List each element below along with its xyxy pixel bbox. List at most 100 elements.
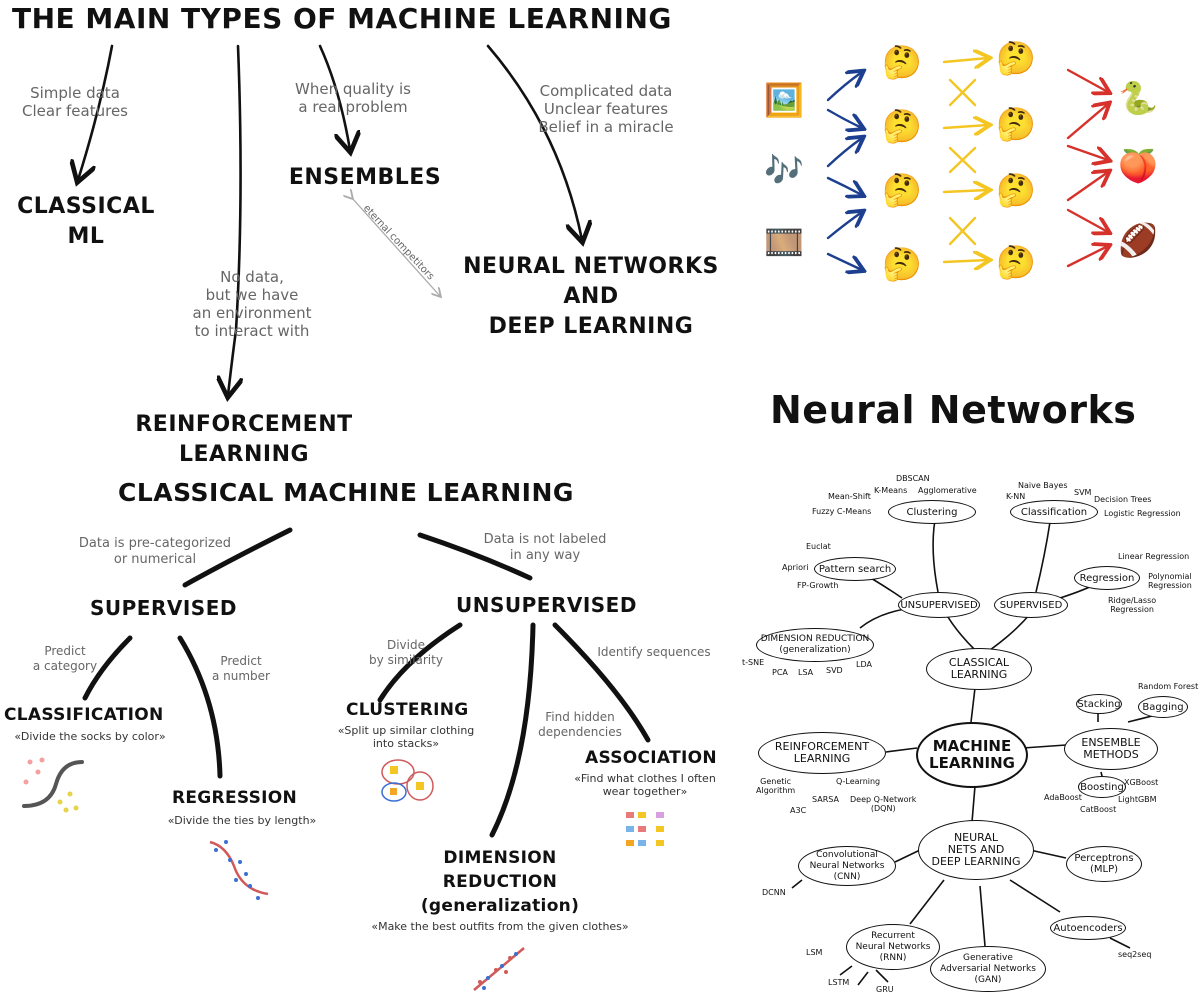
not-labeled-note: Data is not labeled in any way	[483, 532, 607, 563]
output-football-icon: 🏈	[1118, 221, 1158, 259]
leaf-random-forest: Random Forest	[1138, 682, 1199, 691]
clustering-quote: «Split up similar clothing into stacks»	[337, 724, 475, 750]
mindmap-autoencoders: Autoencoders	[1050, 916, 1126, 940]
clustering-illustration	[381, 759, 434, 802]
leaf-decision-trees: Decision Trees	[1094, 495, 1152, 504]
mindmap-machine-learning-label: MACHINE LEARNING	[929, 737, 1015, 772]
leaf-naive-bayes: Naive Bayes	[1018, 481, 1068, 490]
classification-illustration	[22, 757, 84, 813]
leaf-dcnn: DCNN	[762, 888, 786, 897]
divide-similarity-note: Divide by similarity	[369, 638, 443, 667]
leaf-kmeans: K-Means	[874, 486, 908, 495]
mindmap-gan: Generative Adversarial Networks (GAN)	[930, 946, 1046, 992]
mindmap-classical-learning: CLASSICAL LEARNING	[926, 648, 1032, 690]
mindmap-clustering: Clustering	[888, 500, 976, 524]
mindmap-cnn: Convolutional Neural Networks (CNN)	[798, 846, 896, 886]
output-snake-icon: 🐍	[1118, 79, 1158, 117]
leaf-linear: Linear Regression	[1118, 552, 1190, 561]
mindmap-rnn-label: Recurrent Neural Networks (RNN)	[855, 930, 931, 963]
leaf-lstm: LSTM	[828, 978, 850, 987]
mindmap-dimension-reduction: DIMENSION REDUCTION (generalization)	[756, 628, 874, 662]
mindmap-rnn: Recurrent Neural Networks (RNN)	[846, 924, 940, 970]
main-types-title: THE MAIN TYPES OF MACHINE LEARNING	[12, 2, 672, 35]
leaf-agglomerative: Agglomerative	[918, 486, 977, 495]
predict-number-note: Predict a number	[211, 654, 270, 683]
leaf-xgboost: XGBoost	[1124, 778, 1159, 787]
mindmap-reinforcement: REINFORCEMENT LEARNING	[758, 732, 886, 774]
leaf-gru: GRU	[876, 985, 894, 994]
mindmap-dimension-reduction-label: DIMENSION REDUCTION (generalization)	[760, 634, 870, 655]
classification-quote: «Divide the socks by color»	[14, 730, 166, 743]
no-data-note: No data, but we have an environment to i…	[192, 268, 312, 340]
mindmap-bagging-label: Bagging	[1142, 701, 1184, 713]
mindmap-supervised: SUPERVISED	[994, 592, 1068, 618]
mindmap-gan-label: Generative Adversarial Networks (GAN)	[940, 952, 1036, 985]
association-node: ASSOCIATION	[585, 748, 717, 768]
predict-category-note: Predict a category	[32, 644, 98, 673]
mindmap-machine-learning: MACHINE LEARNING	[916, 722, 1028, 788]
mindmap-classical-learning-label: CLASSICAL LEARNING	[948, 656, 1010, 681]
leaf-lightgbm: LightGBM	[1118, 795, 1157, 804]
hidden-neuron-8-icon: 🤔	[996, 243, 1036, 281]
mindmap-bagging: Bagging	[1138, 696, 1188, 718]
hidden-neuron-5-icon: 🤔	[996, 39, 1036, 77]
classification-node: CLASSIFICATION	[4, 705, 164, 725]
dimension-reduction-illustration	[473, 947, 525, 991]
leaf-logistic: Logistic Regression	[1104, 509, 1181, 518]
identify-sequences-note: Identify sequences	[597, 645, 711, 659]
mindmap-perceptrons-label: Perceptrons (MLP)	[1074, 853, 1134, 875]
dimension-reduction-node: DIMENSION REDUCTION (generalization)	[420, 848, 580, 916]
leaf-tsne: t-SNE	[742, 658, 765, 667]
hidden-neuron-2-icon: 🤔	[882, 107, 922, 145]
mindmap-stacking-label: Stacking	[1077, 698, 1121, 710]
hidden-neuron-1-icon: 🤔	[882, 43, 922, 81]
mindmap-boosting: Boosting	[1078, 776, 1126, 798]
classical-ml-title: CLASSICAL MACHINE LEARNING	[118, 478, 574, 507]
leaf-apriori: Apriori	[782, 563, 809, 572]
leaf-lsm: LSM	[806, 948, 823, 957]
mindmap-cnn-label: Convolutional Neural Networks (CNN)	[809, 849, 885, 882]
mindmap-autoencoders-label: Autoencoders	[1053, 922, 1123, 934]
mindmap-neural-nets: NEURAL NETS AND DEEP LEARNING	[918, 820, 1034, 880]
mindmap-clustering-label: Clustering	[906, 506, 958, 518]
regression-node: REGRESSION	[172, 788, 298, 808]
unsupervised-node: UNSUPERVISED	[456, 593, 637, 617]
leaf-svd: SVD	[826, 666, 843, 675]
leaf-dqn: Deep Q-Network (DQN)	[850, 795, 917, 813]
clustering-node: CLUSTERING	[346, 700, 469, 720]
mindmap-perceptrons: Perceptrons (MLP)	[1066, 846, 1142, 882]
neural-networks-node: NEURAL NETWORKS AND DEEP LEARNING	[463, 254, 719, 339]
leaf-polynomial: Polynomial Regression	[1148, 572, 1192, 590]
leaf-knn: K-NN	[1006, 492, 1026, 501]
mindmap-ensemble-label: ENSEMBLE METHODS	[1081, 736, 1141, 761]
find-hidden-note: Find hidden dependencies	[538, 710, 622, 739]
hidden-neuron-6-icon: 🤔	[996, 105, 1036, 143]
leaf-fpgrowth: FP-Growth	[797, 581, 839, 590]
hidden-neuron-4-icon: 🤔	[882, 245, 922, 283]
mindmap-boosting-label: Boosting	[1080, 781, 1124, 793]
complicated-data-note: Complicated data Unclear features Belief…	[538, 82, 674, 136]
regression-quote: «Divide the ties by length»	[167, 814, 317, 827]
reinforcement-learning-node: REINFORCEMENT LEARNING	[135, 412, 353, 467]
mindmap-classification: Classification	[1010, 500, 1098, 524]
leaf-lsa: LSA	[798, 668, 814, 677]
leaf-fuzzy: Fuzzy C-Means	[812, 507, 872, 516]
quality-note: When quality is a real problem	[295, 80, 411, 116]
hidden-neuron-3-icon: 🤔	[882, 171, 922, 209]
mindmap-unsupervised: UNSUPERVISED	[898, 592, 980, 618]
association-illustration	[626, 812, 664, 846]
simple-data-note: Simple data Clear features	[22, 84, 128, 120]
input-picture-icon: 🖼️	[764, 81, 804, 119]
regression-illustration	[209, 840, 269, 900]
input-music-icon: 🎶	[764, 151, 804, 189]
leaf-genetic: Genetic Algorithm	[756, 777, 796, 795]
leaf-pca: PCA	[772, 668, 788, 677]
supervised-node: SUPERVISED	[90, 596, 237, 620]
leaf-lda: LDA	[856, 660, 872, 669]
association-quote: «Find what clothes I often wear together…	[574, 772, 716, 798]
hidden-neuron-7-icon: 🤔	[996, 171, 1036, 209]
leaf-qlearning: Q-Learning	[836, 777, 881, 786]
input-film-icon: 🎞️	[764, 223, 804, 261]
leaf-meanshift: Mean-Shift	[828, 492, 871, 501]
